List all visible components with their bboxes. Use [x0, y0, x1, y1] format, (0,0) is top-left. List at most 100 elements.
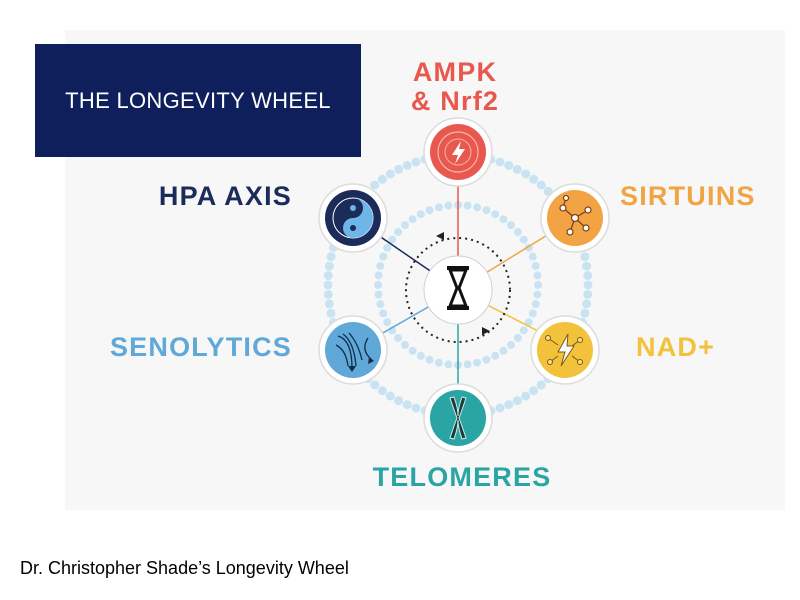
ring-dot — [528, 252, 537, 261]
ring-dot — [374, 290, 383, 299]
ring-dot — [444, 360, 453, 369]
ring-dot — [425, 355, 434, 364]
ring-dot — [416, 210, 425, 219]
ring-dot — [401, 221, 409, 230]
senolytics-node — [318, 315, 388, 385]
ring-dot — [370, 380, 380, 390]
ring-dot — [582, 261, 592, 271]
ring-dot — [326, 252, 336, 262]
label-sirtuins: SIRTUINS — [620, 181, 756, 211]
lightning-bolt-icon — [452, 141, 465, 164]
ring-dot — [394, 164, 404, 174]
ring-dot — [444, 201, 453, 210]
label-ampk-nrf2: AMPK & Nrf2 — [360, 58, 550, 116]
ring-dot — [326, 308, 336, 318]
ring-dot — [499, 215, 508, 224]
label-hpa-axis: HPA AXIS — [158, 181, 292, 211]
ring-dot — [408, 215, 417, 224]
lightning-network-icon — [545, 333, 583, 367]
ring-dot — [513, 334, 522, 342]
ring-dot — [323, 290, 333, 299]
molecular-network-icon — [559, 194, 592, 236]
chromosome-icon — [449, 396, 467, 440]
ring-dot — [411, 157, 421, 167]
ring-dot — [583, 280, 593, 290]
ring-dot — [521, 391, 531, 401]
ampk-node — [423, 117, 493, 187]
ring-dot — [507, 340, 515, 349]
ring-dot — [533, 290, 542, 299]
ring-dot — [504, 160, 514, 170]
ring-dot — [524, 318, 533, 327]
ring-dot — [519, 326, 528, 335]
ring-dot — [385, 169, 395, 179]
ring-dot — [582, 299, 592, 309]
center-dashed-ring — [405, 237, 511, 343]
ring-dot — [408, 346, 417, 355]
ring-dot — [531, 300, 540, 309]
ring-dot — [482, 206, 491, 215]
ring-dot — [379, 252, 388, 261]
ring-dot — [528, 309, 537, 318]
ring-dot — [324, 299, 334, 309]
flow-arrows-icon — [335, 332, 374, 372]
label-telomeres: TELOMERES — [372, 462, 552, 492]
ring-dot — [374, 281, 382, 289]
ring-dot — [463, 360, 472, 369]
ring-dot — [377, 174, 387, 184]
ring-dot — [323, 271, 333, 280]
ring-dot — [376, 300, 385, 309]
ring-dot — [533, 271, 542, 280]
ring-dot — [499, 346, 508, 355]
ring-dot — [580, 308, 590, 318]
ring-dot — [536, 180, 546, 190]
ring-dot — [583, 271, 593, 280]
label-nad: NAD+ — [636, 332, 716, 362]
ring-dot — [434, 358, 443, 367]
label-ampk-line2: & Nrf2 — [410, 86, 500, 116]
ring-dot — [388, 235, 397, 244]
title-banner: THE LONGEVITY WHEEL — [35, 44, 361, 157]
ring-dot — [394, 334, 403, 342]
ring-dot — [529, 174, 539, 184]
ring-dot — [583, 290, 593, 299]
ring-dot — [531, 261, 540, 270]
ring-dot — [491, 210, 500, 219]
nad-node — [530, 315, 600, 385]
ring-dot — [534, 281, 542, 289]
ring-dot — [536, 380, 546, 390]
ring-dot — [434, 203, 443, 212]
yin-yang-icon — [332, 197, 374, 239]
ring-dot — [521, 169, 531, 179]
ring-dot — [513, 228, 522, 236]
ring-dot — [323, 280, 333, 290]
ring-dot — [473, 203, 482, 212]
ring-dot — [507, 221, 515, 230]
ring-dot — [402, 400, 412, 410]
ring-dot — [411, 403, 421, 413]
caption: Dr. Christopher Shade’s Longevity Wheel — [20, 558, 349, 578]
label-senolytics: SENOLYTICS — [109, 332, 292, 362]
ring-dot — [377, 386, 387, 396]
inner-dot-ring — [374, 201, 542, 369]
hourglass-icon — [447, 266, 469, 310]
page-title: THE LONGEVITY WHEEL — [65, 87, 331, 113]
ring-dot — [416, 351, 425, 360]
sirtuins-node — [540, 183, 610, 253]
ring-dot — [473, 358, 482, 367]
ring-dot — [374, 271, 383, 280]
ring-dot — [383, 243, 392, 252]
ring-dot — [394, 228, 403, 236]
ring-dot — [383, 318, 392, 327]
ring-dot — [495, 157, 505, 167]
ring-dot — [394, 396, 404, 406]
ring-dot — [370, 180, 380, 190]
ring-dot — [376, 261, 385, 270]
ring-dot — [519, 235, 528, 244]
ring-dot — [401, 340, 409, 349]
telomeres-node — [423, 383, 493, 453]
ring-dot — [491, 351, 500, 360]
hpa-node — [318, 183, 388, 253]
ring-dot — [529, 386, 539, 396]
